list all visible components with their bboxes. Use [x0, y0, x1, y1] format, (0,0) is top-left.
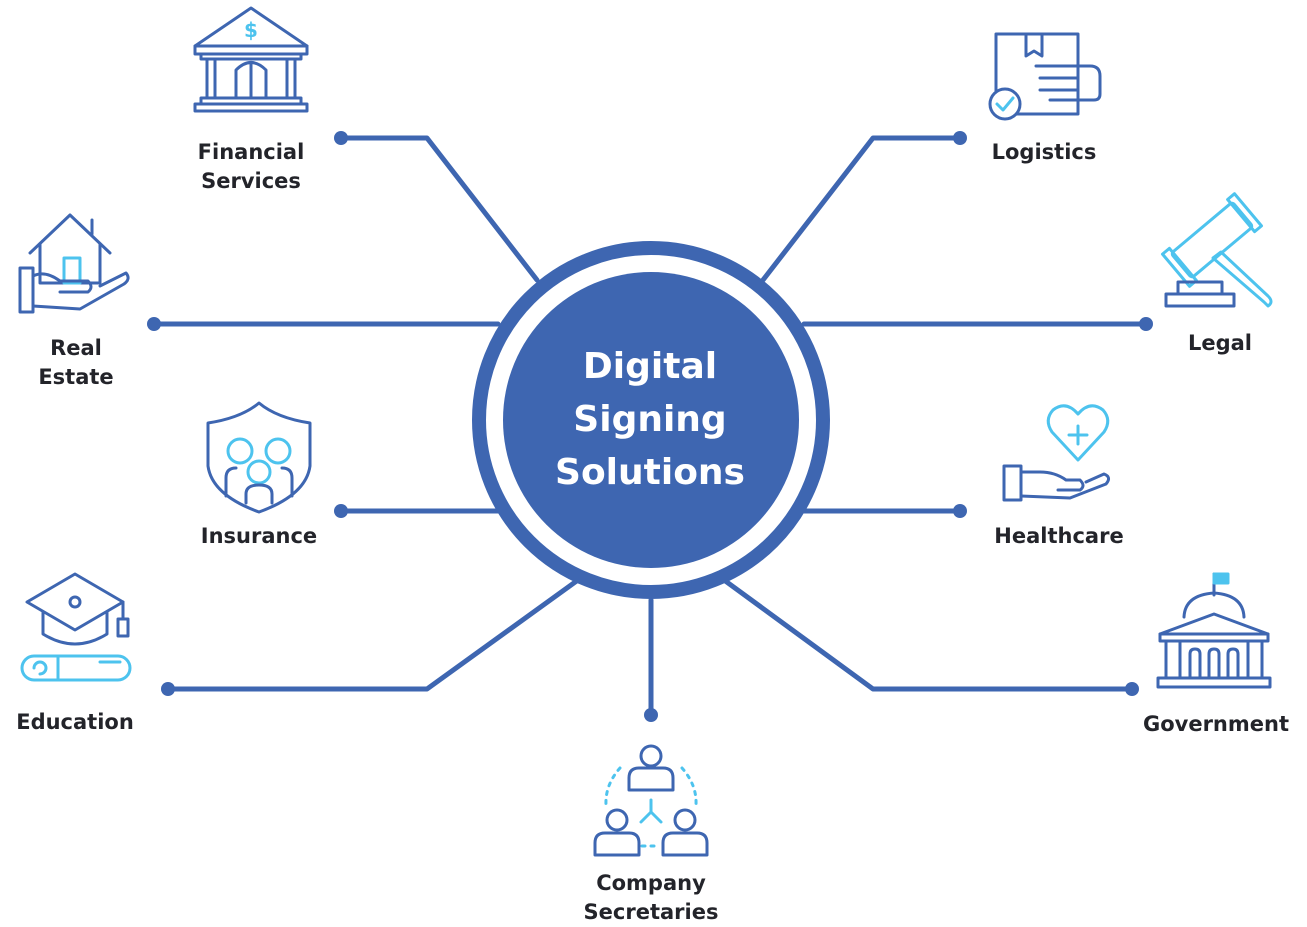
label-healthcare-text: Healthcare: [994, 524, 1124, 548]
label-financial-line-1: Financial: [197, 140, 305, 164]
connector-education: [165, 577, 581, 692]
endpoint-legal: [1139, 317, 1153, 331]
package-in-hand-icon: [988, 32, 1102, 121]
label-legal: Legal: [1160, 329, 1280, 358]
endpoint-healthcare: [953, 504, 967, 518]
endpoint-education: [161, 682, 175, 696]
connectors: [151, 135, 1149, 718]
label-logistics-text: Logistics: [991, 140, 1097, 164]
label-education-text: Education: [16, 710, 134, 734]
endpoint-government: [1125, 682, 1139, 696]
house-in-hand-icon: [18, 213, 130, 314]
hub: [472, 241, 830, 599]
label-insurance-text: Insurance: [200, 524, 318, 548]
label-real-estate-line-2: Estate: [38, 365, 114, 389]
connector-logistics: [760, 135, 963, 283]
capitol-building-icon: [1156, 572, 1272, 689]
label-financial-line-2: Services: [201, 169, 301, 193]
label-company-line-1: Company: [596, 871, 706, 895]
endpoint-insurance: [334, 504, 348, 518]
heart-in-hand-icon: [1002, 404, 1111, 502]
connector-endpoints: [147, 131, 1153, 722]
connector-government: [721, 577, 1135, 692]
gavel-icon: [1160, 192, 1273, 308]
hub-title-line-3: Solutions: [555, 452, 745, 493]
label-real-estate-line-1: Real: [50, 336, 102, 360]
family-shield-icon: [206, 401, 312, 514]
endpoint-company-secretaries: [644, 708, 658, 722]
hub-title: Digital Signing Solutions: [520, 340, 780, 499]
endpoint-logistics: [953, 131, 967, 145]
graduation-cap-diploma-icon: [20, 572, 132, 682]
label-real-estate: Real Estate: [11, 334, 141, 392]
hub-title-line-2: Signing: [573, 399, 727, 440]
label-financial-services: Financial Services: [171, 138, 331, 196]
connector-financial-services: [338, 135, 540, 283]
label-company-secretaries: Company Secretaries: [561, 869, 741, 927]
label-government-text: Government: [1142, 712, 1289, 736]
org-chart-people-icon: [593, 744, 709, 857]
svg-text:$: $: [244, 18, 258, 42]
label-company-line-2: Secretaries: [583, 900, 719, 924]
hub-title-line-1: Digital: [582, 346, 718, 387]
endpoint-financial-services: [334, 131, 348, 145]
label-government: Government: [1131, 710, 1301, 739]
label-insurance: Insurance: [179, 522, 339, 551]
label-legal-text: Legal: [1187, 331, 1253, 355]
label-healthcare: Healthcare: [979, 522, 1139, 551]
bank-icon: $: [193, 6, 309, 113]
hub-inner-disc: [503, 272, 799, 568]
label-logistics: Logistics: [964, 138, 1124, 167]
label-education: Education: [0, 708, 150, 737]
endpoint-real-estate: [147, 317, 161, 331]
